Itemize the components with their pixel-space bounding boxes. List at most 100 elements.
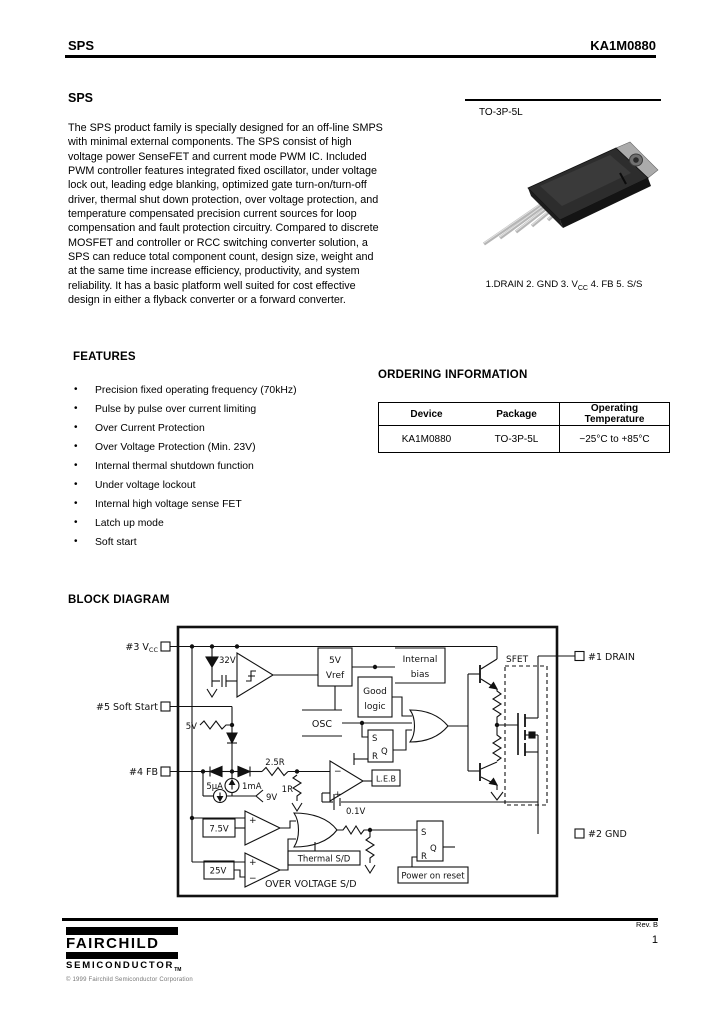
- feature-item: Internal thermal shutdown function: [68, 460, 368, 480]
- logo-tm: TM: [174, 966, 182, 973]
- logo-bar-top: [66, 927, 178, 935]
- latch2-r: R: [421, 852, 427, 862]
- logo-bar-bottom: [66, 952, 178, 959]
- vref-label-1: 5V: [329, 656, 342, 666]
- pin-drain: #1 DRAIN: [538, 650, 635, 663]
- r25-label: 2.5R: [265, 758, 285, 768]
- comp-plus: +: [334, 790, 342, 800]
- good-logic-block: Good logic: [357, 676, 412, 718]
- feature-item: Internal high voltage sense FET: [68, 498, 368, 518]
- pinout-post: 4. FB 5. S/S: [587, 279, 643, 290]
- intro-paragraph: The SPS product family is specially desi…: [68, 122, 383, 307]
- z9v-label: 9V: [266, 793, 277, 803]
- internal-bias-block: Internal bias: [395, 647, 446, 684]
- pwm-comparator: − + L.E.B 0.1V: [321, 760, 538, 817]
- ovp-75-comparator: 7.5V +: [202, 810, 296, 846]
- svg-text:#3 VCC: #3 VCC: [125, 642, 158, 654]
- fairchild-logo: FAIRCHILD SEMICONDUCTORTM © 1999 Fairchi…: [66, 927, 226, 983]
- i5ua-label: 5μA: [206, 782, 223, 792]
- col-package: Package: [474, 402, 560, 426]
- intro-title: SPS: [68, 91, 94, 105]
- thermal-block: Thermal S/D: [287, 850, 361, 866]
- cell-temp: −25°C to +85°C: [559, 425, 670, 453]
- gate-driver: [467, 646, 518, 801]
- ordering-title: ORDERING INFORMATION: [378, 369, 528, 381]
- package-name: TO-3P-5L: [479, 107, 523, 118]
- table-row: KA1M0880 TO-3P-5L −25°C to +85°C: [379, 425, 670, 453]
- pin4-label: #4 FB: [129, 767, 158, 778]
- latch1-r: R: [372, 752, 378, 762]
- pinout-sub: CC: [577, 284, 588, 292]
- sfet-label: SFET: [506, 655, 529, 665]
- cell-package: TO-3P-5L: [494, 433, 539, 445]
- latch1-s: S: [372, 734, 377, 744]
- bias-label-1: Internal: [403, 655, 438, 665]
- fault-latch: S R Q Power on reset: [397, 820, 469, 884]
- v25-plus: +: [249, 858, 257, 868]
- sensefet: SFET: [504, 655, 548, 834]
- features-list: Precision fixed operating frequency (70k…: [68, 384, 368, 556]
- good-label-1: Good: [363, 687, 387, 697]
- vref-label-2: Vref: [326, 671, 345, 681]
- feature-item: Under voltage lockout: [68, 479, 368, 499]
- feature-item: Latch up mode: [68, 517, 368, 537]
- block-diagram: #3 VCC #5 Soft Start #4 FB #1 DRAIN #2 G…: [96, 625, 635, 898]
- package-photo: [483, 141, 659, 246]
- feature-item: Over Voltage Protection (Min. 23V): [68, 441, 368, 461]
- col-temp: Operating Temperature: [559, 402, 670, 426]
- pin3-sub: CC: [149, 646, 159, 654]
- shutdown-or-gate: [292, 812, 417, 875]
- leb-label: L.E.B: [376, 775, 396, 784]
- logo-semi-text: SEMICONDUCTOR: [66, 960, 175, 971]
- r1-label: 1R: [282, 785, 293, 795]
- block-diagram-title: BLOCK DIAGRAM: [68, 594, 170, 606]
- osc-label: OSC: [312, 719, 333, 730]
- cell-device: KA1M0880: [401, 433, 452, 445]
- ovsd-label: OVER VOLTAGE S/D: [265, 879, 357, 890]
- junction-dots: [189, 644, 500, 833]
- header-left: SPS: [68, 38, 95, 53]
- pin-vcc: #3 VCC: [125, 641, 497, 654]
- revision: Rev. B: [636, 920, 658, 929]
- por-label: Power on reset: [401, 872, 465, 882]
- thermal-label: Thermal S/D: [297, 855, 351, 865]
- pwm-latch: S R Q: [353, 723, 412, 765]
- fb-network: 2.5R 1R 5μA 1mA 9V: [202, 758, 330, 813]
- pin5-label: #5 Soft Start: [96, 702, 158, 713]
- vref-block: 5V Vref: [317, 647, 395, 710]
- feature-item: Pulse by pulse over current limiting: [68, 403, 368, 423]
- ordering-header-row: Device Package Operating Temperature: [378, 402, 670, 426]
- package-rule: [465, 99, 661, 101]
- feature-item: Precision fixed operating frequency (70k…: [68, 384, 368, 404]
- comp-minus: −: [334, 767, 342, 777]
- osc-block: OSC: [302, 709, 412, 737]
- copyright: © 1999 Fairchild Semiconductor Corporati…: [66, 976, 193, 983]
- good-label-2: logic: [364, 702, 385, 712]
- revision-box: Rev. B 1: [636, 920, 658, 946]
- pinout-pre: 1.DRAIN 2. GND 3. V: [485, 279, 578, 290]
- features-title: FEATURES: [73, 351, 136, 363]
- package-pinout-caption: 1.DRAIN 2. GND 3. VCC 4. FB 5. S/S: [458, 279, 670, 292]
- header-right: KA1M0880: [590, 38, 656, 53]
- feature-item: Soft start: [68, 536, 368, 556]
- pin-softstart: #5 Soft Start: [96, 701, 232, 713]
- diagram-border: [176, 625, 559, 898]
- pwm-gate: [408, 709, 468, 743]
- logo-brand: FAIRCHILD: [66, 935, 160, 952]
- ordering-table: Device Package Operating Temperature KA1…: [378, 402, 670, 453]
- zener-32v-label: 32V: [219, 656, 236, 666]
- pin3-label: #3 V: [125, 642, 149, 653]
- ovp-25-comparator: 25V + −: [203, 838, 296, 888]
- logo-semiconductor: SEMICONDUCTORTM: [66, 960, 226, 973]
- latch2-q: Q: [430, 844, 437, 854]
- softstart-5v-label: 5V: [186, 722, 197, 732]
- col-device: Device: [378, 402, 474, 426]
- pin-gnd: #2 GND: [574, 828, 627, 840]
- feature-item: Over Current Protection: [68, 422, 368, 442]
- latch2-s: S: [421, 828, 426, 838]
- softstart-network: 5V: [186, 706, 238, 772]
- zener-32v: 32V: [205, 646, 237, 699]
- v75-plus: +: [249, 816, 257, 826]
- v75-label: 7.5V: [209, 825, 229, 835]
